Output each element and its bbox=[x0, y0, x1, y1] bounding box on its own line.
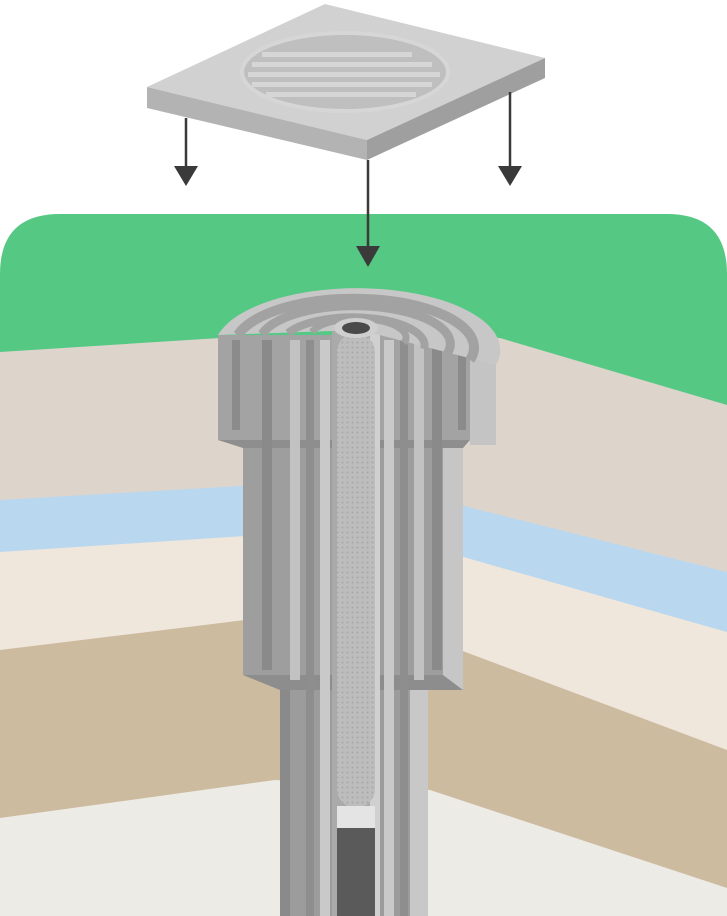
annulus-stripe bbox=[232, 340, 240, 430]
annulus-stripe bbox=[458, 345, 466, 430]
borehole-shaft-side bbox=[410, 690, 428, 916]
annulus-stripe bbox=[432, 340, 442, 670]
down-arrow-icon bbox=[174, 118, 198, 186]
well-screen bbox=[337, 333, 375, 808]
sump-pipe bbox=[337, 828, 375, 916]
down-arrow-icon bbox=[356, 160, 380, 267]
well-top-ring bbox=[258, 301, 455, 357]
well-collar-side bbox=[470, 355, 496, 445]
borehole-shaft-edge bbox=[280, 690, 290, 916]
annulus-stripe bbox=[400, 340, 408, 916]
cover-left-edge bbox=[147, 87, 367, 160]
placement-arrows bbox=[174, 92, 522, 267]
well-top-ring bbox=[233, 293, 479, 363]
annulus-stripe bbox=[306, 340, 314, 916]
annulus-stripe bbox=[414, 340, 424, 680]
down-arrow-icon bbox=[498, 92, 522, 186]
riser-bore bbox=[342, 322, 370, 334]
cover-right-edge bbox=[367, 58, 545, 160]
well-cover bbox=[147, 4, 545, 160]
outer-casing-side bbox=[443, 440, 463, 690]
screen-end-cap bbox=[337, 806, 375, 828]
annulus-stripe bbox=[290, 340, 300, 680]
cover-grate-slots bbox=[248, 52, 440, 97]
annulus-stripe bbox=[262, 340, 272, 670]
annulus-stripe bbox=[384, 340, 394, 916]
well-assembly bbox=[218, 288, 501, 916]
annulus-stripe bbox=[320, 340, 330, 916]
well-top-ring bbox=[309, 314, 410, 346]
